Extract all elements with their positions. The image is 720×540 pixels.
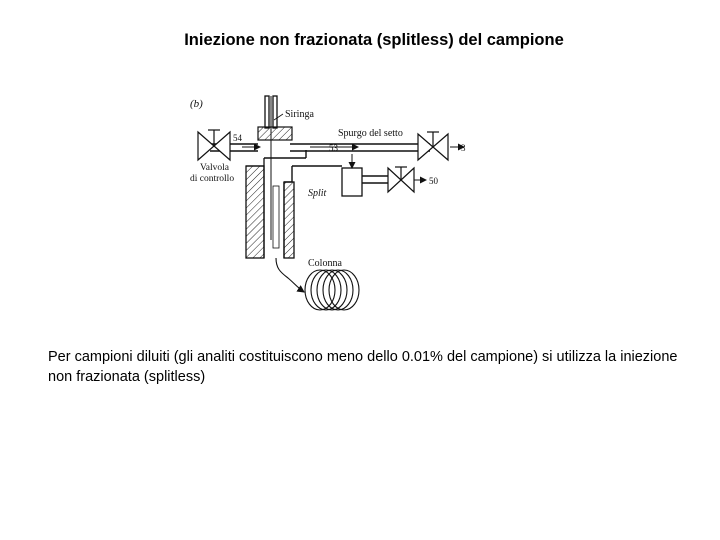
valvola-label-line1: Valvola [200, 163, 230, 173]
flow-54: 54 [233, 133, 243, 143]
septum [257, 126, 293, 141]
column-coil [275, 257, 360, 311]
flow-50: 50 [429, 176, 439, 186]
control-valve-icon [197, 129, 231, 162]
split-label: Split [308, 188, 327, 199]
split-valve-icon [387, 166, 415, 194]
splitless-injector-diagram: (b) Siringa 54 [180, 90, 480, 325]
injector-body [245, 158, 295, 259]
body-text: Per campioni diluiti (gli analiti costit… [48, 349, 678, 385]
flow-53: 53 [329, 143, 339, 153]
colonna-label: Colonna [308, 258, 342, 269]
spurgo-label: Spurgo del setto [338, 128, 403, 139]
valvola-label-line2: di controllo [190, 174, 234, 184]
septum-purge-line [290, 143, 465, 152]
flow-3: 3 [461, 143, 466, 153]
panel-label: (b) [190, 98, 203, 110]
siringa-label: Siringa [285, 109, 314, 120]
split-line [264, 150, 427, 197]
purge-valve-icon [417, 131, 449, 162]
slide-title: Iniezione non frazionata (splitless) del… [184, 31, 564, 49]
syringe [264, 95, 278, 240]
